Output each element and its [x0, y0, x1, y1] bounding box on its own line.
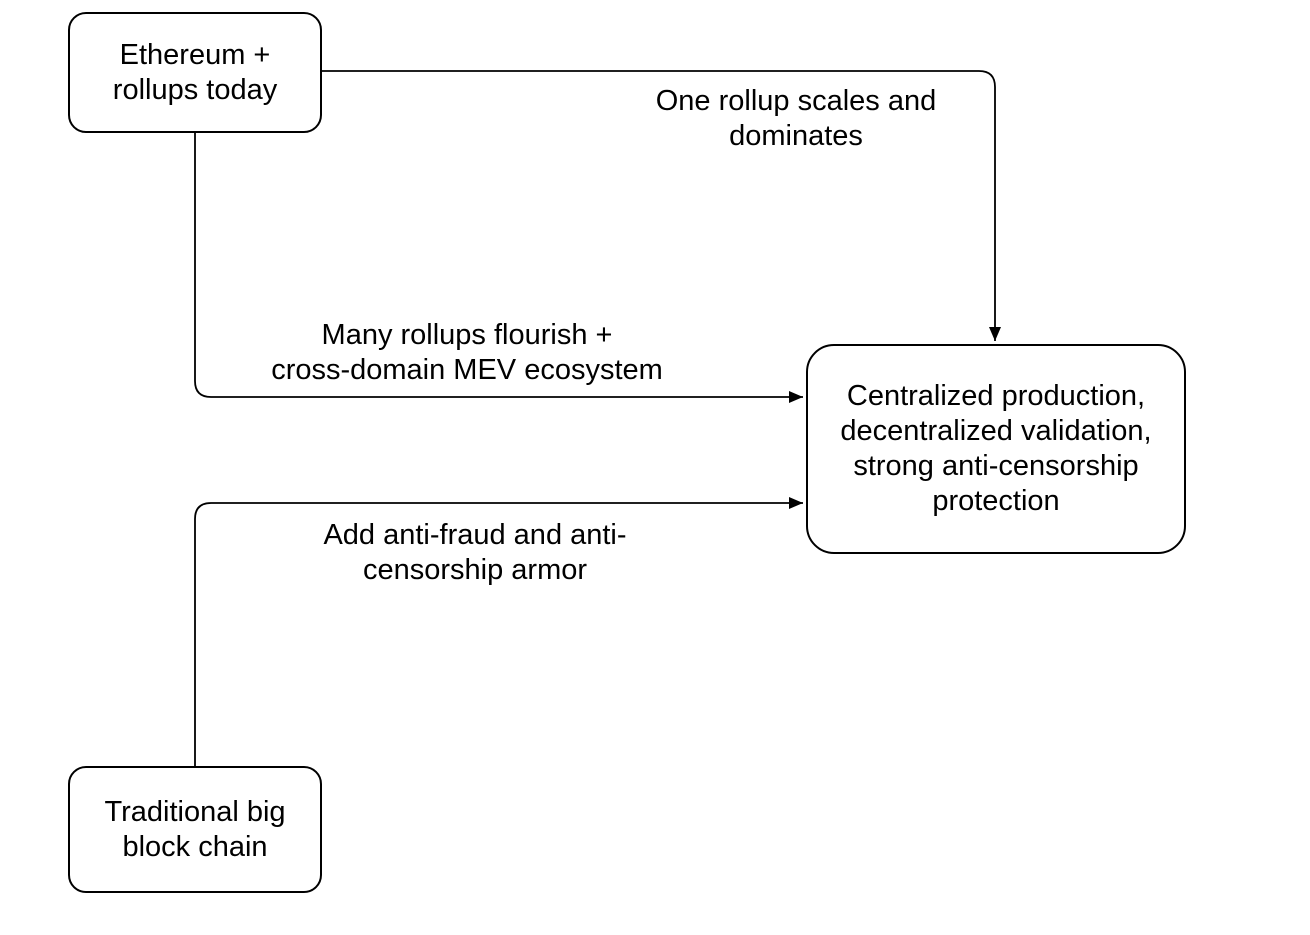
node-ethereum-rollups-label: Ethereum + rollups today — [112, 38, 278, 106]
node-endgame-label: Centralized production, decentralized va… — [840, 380, 1152, 517]
edge-label-many-rollups-flourish: Many rollups flourish + cross-domain MEV… — [271, 319, 663, 386]
node-endgame: Centralized production, decentralized va… — [806, 344, 1186, 554]
edge-label-one-rollup-dominates: One rollup scales and dominates — [655, 85, 937, 152]
node-traditional-big-block-chain-label: Traditional big block chain — [104, 795, 286, 863]
edge-many-rollups-flourish — [194, 133, 803, 403]
edge-label-add-armor: Add anti-fraud and anti- censorship armo… — [323, 519, 627, 586]
edge-add-armor — [194, 497, 803, 766]
edge-one-rollup-dominates — [322, 70, 1001, 341]
node-ethereum-rollups: Ethereum + rollups today — [68, 12, 322, 133]
node-traditional-big-block-chain: Traditional big block chain — [68, 766, 322, 893]
